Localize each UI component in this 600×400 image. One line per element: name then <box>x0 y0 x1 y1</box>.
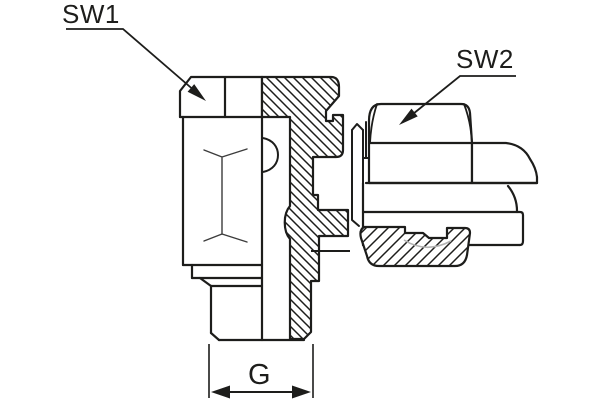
sw1-arrowhead-icon <box>187 84 206 101</box>
sw2-label: SW2 <box>456 44 514 74</box>
dimension-g: G <box>208 344 314 399</box>
g-arrowhead-left-icon <box>211 385 230 399</box>
g-arrowhead-right-icon <box>292 385 311 399</box>
tube-hidden-soft-edge <box>403 239 452 249</box>
callout-sw1: SW1 <box>62 0 206 101</box>
screw-section-hatched <box>260 75 350 341</box>
screw-body <box>181 115 264 288</box>
sw1-leader-line <box>66 28 197 93</box>
tube-nut-sw2 <box>364 102 539 185</box>
hex-head-sw1 <box>178 75 264 119</box>
callout-sw2: SW2 <box>399 44 516 125</box>
sw2-leader-line <box>407 75 516 119</box>
ring-section-hatched <box>359 225 472 268</box>
collar-washer <box>351 121 370 227</box>
sw2-arrowhead-icon <box>399 108 418 125</box>
g-label: G <box>248 359 271 391</box>
screw-outside-view <box>178 75 306 342</box>
cross-hole-arc <box>262 137 280 173</box>
sw1-label: SW1 <box>62 0 120 29</box>
body-facet-lines <box>203 148 248 243</box>
